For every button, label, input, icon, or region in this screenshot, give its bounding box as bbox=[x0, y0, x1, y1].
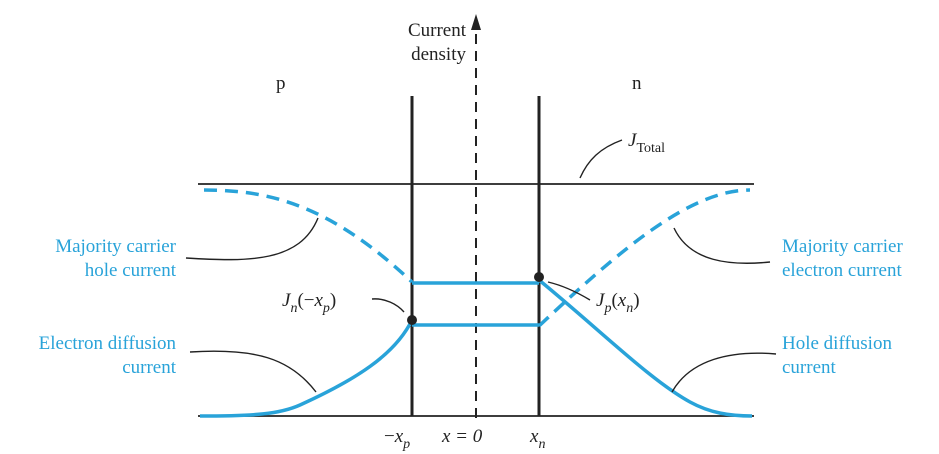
jp-point bbox=[534, 272, 544, 282]
majority-electron-current-curve bbox=[537, 188, 751, 328]
leader-hole-diff bbox=[671, 352, 777, 393]
axis-label-line1: Current bbox=[408, 20, 467, 41]
jp-label: Jp(xn) bbox=[596, 290, 640, 316]
region-p-label: p bbox=[276, 73, 286, 94]
tick-x0: x = 0 bbox=[441, 426, 483, 447]
hole-diffusion-current-curve bbox=[537, 278, 753, 418]
elec-diff-label-line1: Electron diffusion bbox=[39, 333, 177, 354]
axis-label-line2: density bbox=[411, 44, 466, 65]
leader-jp bbox=[547, 281, 591, 301]
region-n-label: n bbox=[632, 73, 642, 94]
leader-maj-elec bbox=[673, 227, 771, 264]
maj-elec-label-line2: electron current bbox=[782, 260, 902, 281]
maj-hole-label-line2: hole current bbox=[85, 260, 177, 281]
axis-arrow-icon bbox=[471, 14, 481, 30]
leader-elec-diff bbox=[189, 350, 317, 393]
jtotal-label: JTotal bbox=[628, 130, 665, 156]
hole-diff-label-line1: Hole diffusion bbox=[782, 333, 892, 354]
maj-hole-label-line1: Majority carrier bbox=[55, 236, 176, 257]
majority-hole-current-curve bbox=[203, 188, 414, 284]
tick-neg-xp: −xp bbox=[384, 426, 410, 452]
elec-diff-label-line2: current bbox=[122, 357, 177, 378]
electron-diffusion-current-curve bbox=[199, 319, 414, 418]
maj-elec-label-line1: Majority carrier bbox=[782, 236, 903, 257]
tick-xn: xn bbox=[529, 426, 545, 452]
jn-label: Jn(−xp) bbox=[282, 290, 336, 316]
leader-jn bbox=[371, 298, 405, 313]
leader-maj-hole bbox=[185, 217, 319, 261]
leader-jtotal bbox=[579, 139, 623, 179]
hole-diff-label-line2: current bbox=[782, 357, 837, 378]
jn-point bbox=[407, 315, 417, 325]
